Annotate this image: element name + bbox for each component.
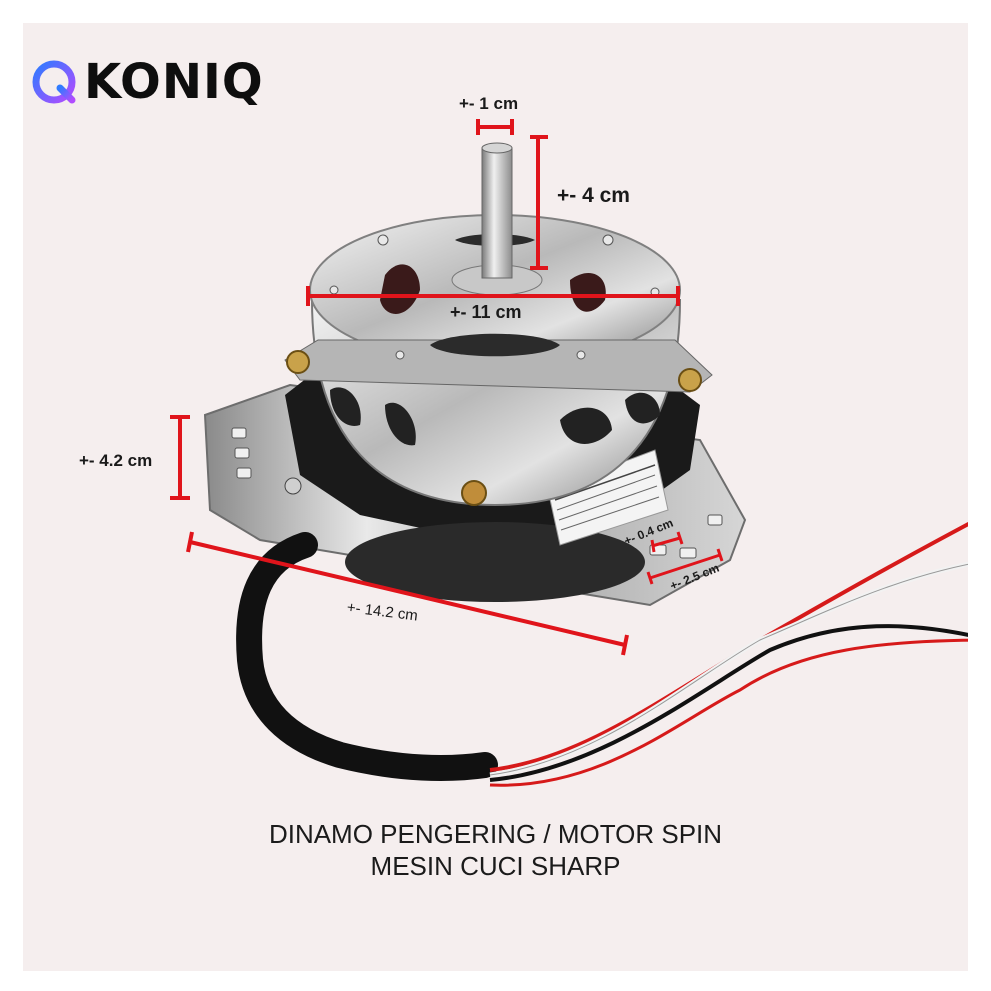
brand-name: KONIQ: [84, 54, 264, 110]
bracket-length-mark: [186, 531, 629, 656]
housing-diameter-mark: [306, 286, 680, 306]
height-mark: [170, 415, 190, 500]
height-label: +- 4.2 cm: [79, 451, 153, 470]
koniq-q-icon: [32, 60, 76, 104]
power-cable: [236, 510, 991, 787]
caption-line-2: MESIN CUCI SHARP: [370, 851, 621, 881]
product-caption: DINAMO PENGERING / MOTOR SPIN MESIN CUCI…: [0, 818, 991, 882]
caption-line-1: DINAMO PENGERING / MOTOR SPIN: [268, 819, 723, 849]
shaft-length-mark: [530, 135, 548, 270]
motor-label: [547, 449, 669, 546]
slot-width-mark: [650, 531, 684, 553]
housing-diameter-label: +- 11 cm: [450, 302, 522, 322]
shaft-diameter-label: +- 1 cm: [459, 94, 519, 113]
shaft-diameter-mark: [476, 119, 514, 135]
motor-shaft: [481, 142, 513, 279]
brand-logo: KONIQ: [30, 50, 264, 114]
slot-length-mark: [646, 548, 724, 585]
measurement-marks: [170, 119, 724, 656]
shaft-length-label: +- 4 cm: [557, 184, 630, 207]
